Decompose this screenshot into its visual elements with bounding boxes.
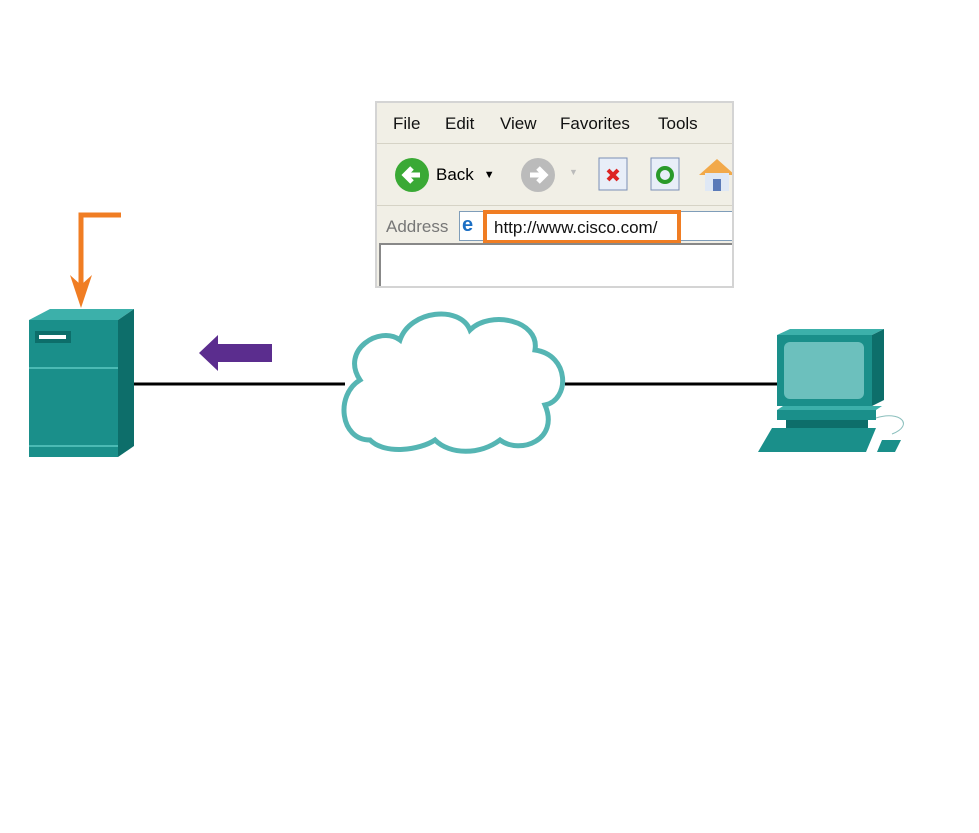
menu-bar: File Edit View Favorites Tools bbox=[377, 103, 732, 144]
back-dropdown-icon[interactable]: ▼ bbox=[483, 169, 495, 181]
stop-icon[interactable] bbox=[598, 157, 628, 191]
home-icon[interactable] bbox=[697, 155, 734, 193]
web-server-icon bbox=[29, 309, 134, 457]
toolbar: Back ▼ ▼ bbox=[377, 143, 732, 206]
forward-dropdown-icon[interactable]: ▼ bbox=[569, 167, 578, 177]
back-label: Back bbox=[436, 165, 474, 184]
purple-direction-arrow bbox=[199, 335, 272, 371]
address-label: Address bbox=[386, 217, 449, 236]
back-button[interactable]: Back ▼ bbox=[394, 157, 495, 193]
orange-pointer-arrow bbox=[70, 212, 121, 308]
page-content-area bbox=[379, 243, 732, 286]
menu-file[interactable]: File bbox=[393, 114, 421, 133]
menu-view[interactable]: View bbox=[500, 114, 537, 133]
url-highlight[interactable]: http://www.cisco.com/ bbox=[483, 210, 681, 244]
refresh-icon[interactable] bbox=[650, 157, 680, 191]
menu-edit[interactable]: Edit bbox=[445, 114, 475, 133]
browser-window: File Edit View Favorites Tools Back ▼ ▼ … bbox=[375, 101, 734, 288]
forward-button-icon[interactable] bbox=[520, 157, 556, 193]
back-arrow-icon bbox=[395, 158, 429, 192]
client-pc-icon bbox=[758, 329, 904, 452]
menu-tools[interactable]: Tools bbox=[658, 114, 698, 133]
ie-page-icon: e bbox=[462, 214, 474, 236]
menu-favorites[interactable]: Favorites bbox=[560, 114, 630, 133]
internet-cloud-icon bbox=[341, 311, 566, 454]
address-bar: Address e http://www.cisco.com/ bbox=[377, 205, 732, 244]
